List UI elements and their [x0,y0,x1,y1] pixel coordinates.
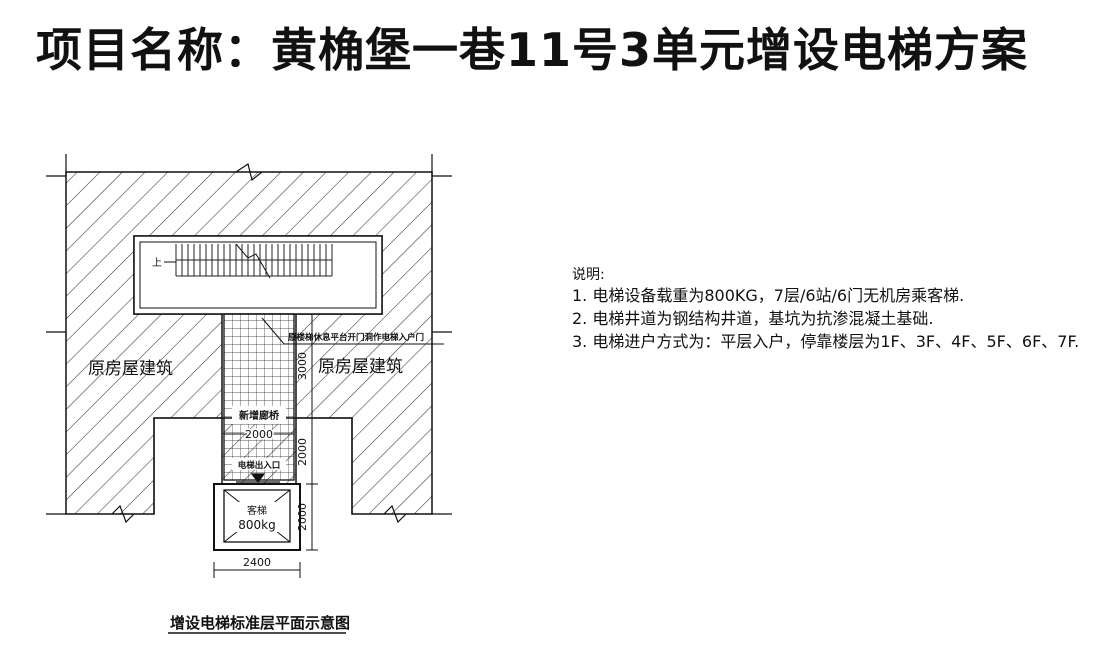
bridge-label-box [232,406,286,424]
dim-shaft-depth: 2000 [296,503,309,531]
entrance-door-mark [236,473,280,483]
break-marks [111,163,407,524]
project-title: 项目名称：黄桷堡一巷11号3单元增设电梯方案 [36,23,1029,77]
new-bridge-grid [223,313,295,481]
stair-up-mark: 上 [152,257,162,269]
corridor-note: 原楼梯休息平台开门洞作电梯入户门 [288,332,424,343]
note-item: 1. 电梯设备载重为800KG，7层/6站/6门无机房乘客梯. [572,286,965,305]
dim-shaft-width: 2400 [243,556,271,569]
dimension-bridge-width [223,428,295,440]
stair-hall [133,235,383,315]
car-capacity: 800kg [238,518,275,532]
dim-bridge-width: 2000 [245,428,273,441]
dimension-vertical-chain [306,313,318,551]
stair-break-line [235,243,271,279]
stair-treads [175,244,333,277]
car-label: 客梯 [247,504,267,517]
dim-corridor-length: 3000 [296,352,309,380]
stair-hall-inner [139,241,377,309]
dim-bridge-length: 2000 [296,438,309,466]
elevator-entrance-box [232,458,286,470]
elevator-entrance-label: 电梯出入口 [238,460,281,471]
notes-heading: 说明: [572,267,605,283]
note-item: 2. 电梯井道为钢结构井道，基坑为抗渗混凝土基础. [572,309,934,328]
existing-building-label-right: 原房屋建筑 [318,357,403,377]
note-item: 3. 电梯进户方式为：平层入户，停靠楼层为1F、3F、4F、5F、6F、7F. [572,332,1080,351]
corridor-note-leader [261,317,444,345]
design-notes: 说明: 1. 电梯设备载重为800KG，7层/6站/6门无机房乘客梯. 2. 电… [572,266,1079,353]
bridge-label: 新增廊桥 [239,409,280,422]
plan-caption: 增设电梯标准层平面示意图 [170,614,350,632]
grid-ticks [46,154,452,515]
existing-building-label-left: 原房屋建筑 [88,359,173,379]
dimension-shaft-width [213,562,301,578]
car-label-box [234,502,280,532]
